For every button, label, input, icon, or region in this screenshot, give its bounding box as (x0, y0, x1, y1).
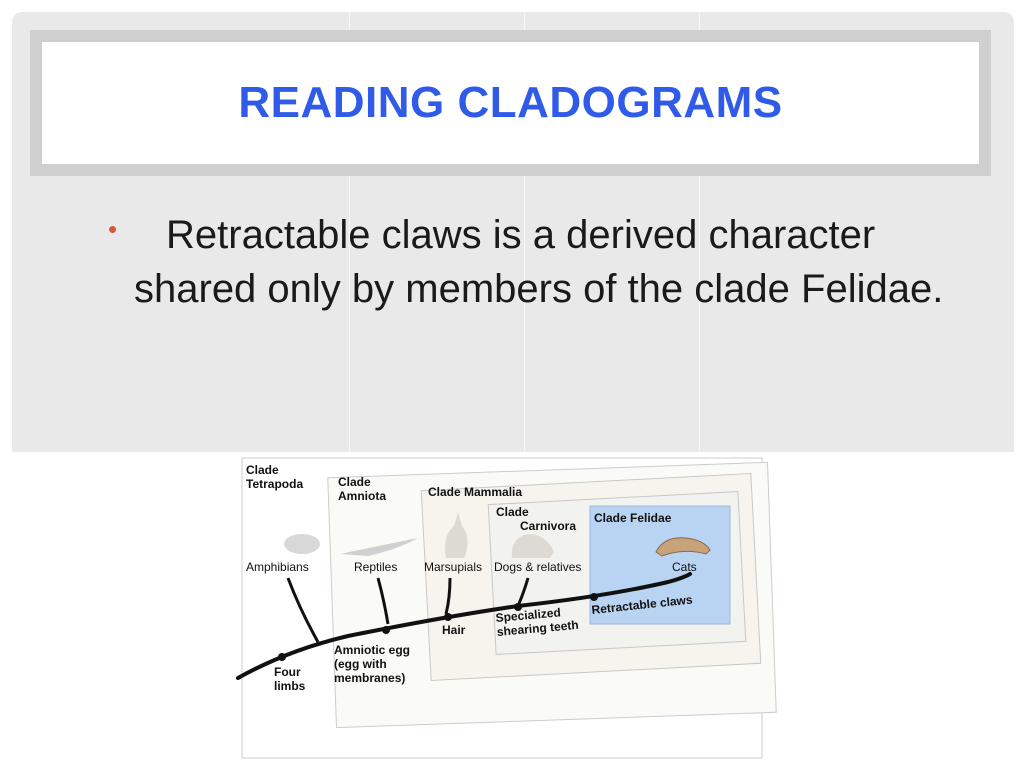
kangaroo-icon (445, 512, 468, 558)
background-stripe (524, 12, 525, 452)
node-teeth (514, 603, 522, 611)
panel-felidae (589, 505, 731, 625)
taxon-label-marsupials: Marsupials (424, 560, 482, 574)
cladogram-trunk (236, 572, 692, 680)
taxon-label-amphibians: Amphibians (246, 560, 309, 574)
node-claws (590, 593, 598, 601)
clade-label-mammalia: Clade Mammalia (428, 485, 522, 499)
bullet-text: Retractable claws is a derived character… (134, 213, 944, 311)
cat-icon (655, 537, 711, 557)
background-stripe (699, 12, 700, 452)
lizard-icon (340, 538, 418, 556)
node-amniotic-egg (382, 626, 390, 634)
title-panel: READING CLADOGRAMS (42, 42, 979, 164)
title-frame: READING CLADOGRAMS (30, 30, 991, 176)
character-label-hair: Hair (442, 623, 466, 637)
dog-icon (511, 534, 554, 558)
taxon-label-dogs: Dogs & relatives (494, 560, 581, 574)
frog-icon (284, 534, 320, 554)
node-four-limbs (278, 653, 286, 661)
background-stripe (349, 12, 350, 452)
branch-reptiles (376, 577, 390, 625)
taxon-label-reptiles: Reptiles (354, 560, 397, 574)
slide-title: READING CLADOGRAMS (238, 78, 783, 127)
branch-marsupials (444, 577, 452, 615)
node-hair (444, 613, 452, 621)
bullet-marker: • (108, 214, 118, 244)
branch-amphibians (286, 577, 320, 643)
taxon-label-cats: Cats (672, 560, 697, 574)
clade-label-felidae: Clade Felidae (594, 511, 672, 525)
